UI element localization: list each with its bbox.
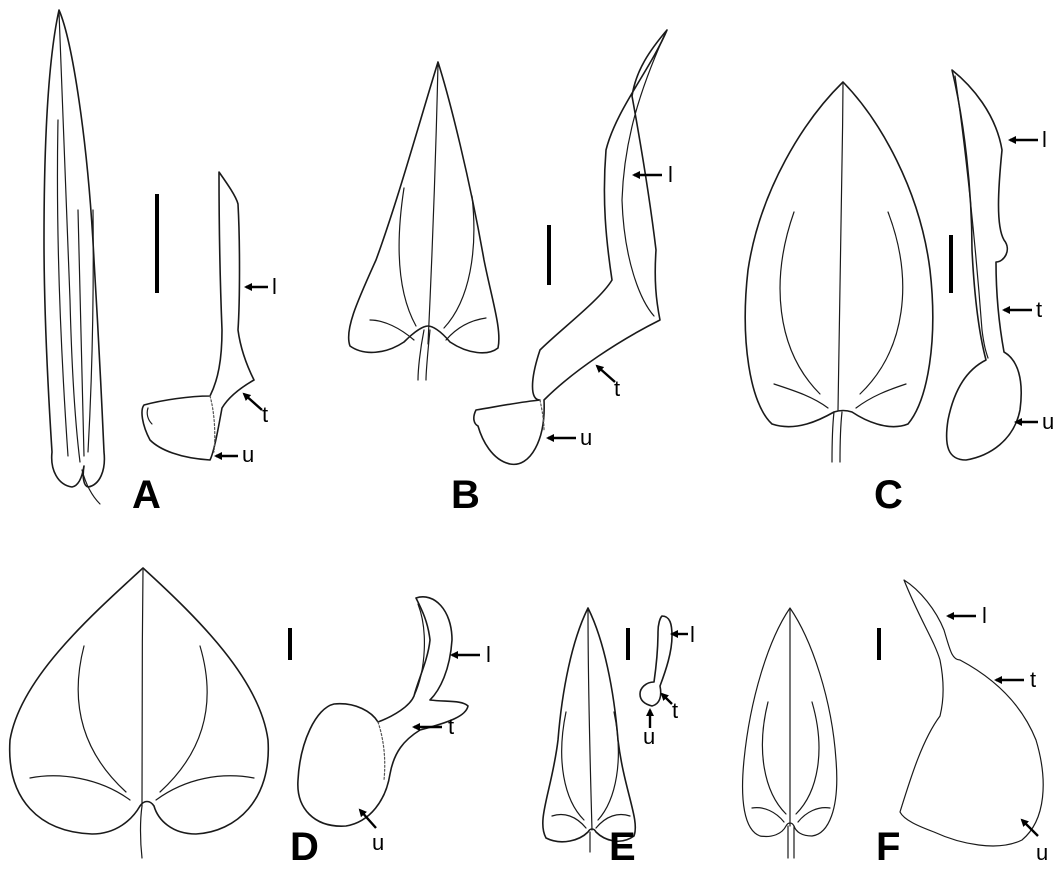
svg-text:u: u [1036, 840, 1048, 865]
panel-b: l t u B [349, 30, 673, 517]
panel-b-letter: B [451, 473, 480, 517]
panel-c-label-l: l [1010, 127, 1047, 152]
panel-c-label-u: u [1016, 409, 1054, 434]
panel-e-label-t: t [662, 694, 678, 723]
panel-f-letter: F [876, 825, 900, 869]
panel-e-label-l: l [672, 622, 695, 647]
panel-e-leaf [543, 608, 636, 852]
panel-d-label-l: l [452, 642, 491, 667]
panel-c: l t u C [745, 70, 1054, 517]
panel-d-label-t: t [414, 714, 454, 739]
panel-d-label-u: u [360, 810, 384, 855]
panel-e-letter: E [609, 825, 636, 869]
svg-text:u: u [242, 442, 254, 467]
panel-f-label-l: l [948, 603, 987, 628]
svg-text:t: t [1030, 667, 1036, 692]
svg-text:t: t [614, 376, 620, 401]
panel-d: l t u D [10, 568, 491, 869]
panel-d-leaf [10, 568, 269, 858]
panel-c-label-t: t [1004, 297, 1042, 322]
svg-text:l: l [1042, 127, 1047, 152]
svg-text:l: l [690, 622, 695, 647]
svg-text:u: u [580, 425, 592, 450]
panel-e-stipule [640, 616, 672, 706]
panel-a-label-t: t [244, 394, 268, 427]
panel-b-stipule [474, 30, 667, 464]
panel-a-letter: A [132, 473, 161, 517]
panel-d-letter: D [290, 825, 319, 869]
panel-f-label-t: t [996, 667, 1036, 692]
panel-c-leaf [745, 82, 932, 462]
svg-text:l: l [982, 603, 987, 628]
panel-a: l t u A [44, 10, 277, 517]
panel-f-stipule [900, 580, 1043, 846]
panel-a-leaf [44, 10, 104, 504]
svg-text:u: u [372, 830, 384, 855]
svg-text:t: t [672, 698, 678, 723]
panel-b-leaf [349, 62, 499, 380]
panel-b-label-u: u [548, 425, 592, 450]
panel-b-label-t: t [597, 366, 620, 401]
panel-c-letter: C [874, 473, 903, 517]
svg-text:t: t [1036, 297, 1042, 322]
panel-c-stipule [947, 70, 1022, 460]
panel-d-stipule [298, 597, 468, 826]
panel-e-label-u: u [643, 710, 655, 749]
panel-b-label-l: l [634, 162, 673, 187]
svg-text:t: t [262, 402, 268, 427]
panel-a-label-l: l [246, 274, 277, 299]
panel-f: l t u F [743, 580, 1049, 869]
svg-text:u: u [643, 724, 655, 749]
svg-text:l: l [668, 162, 673, 187]
svg-text:l: l [272, 274, 277, 299]
svg-text:l: l [486, 642, 491, 667]
panel-e: l t u E [543, 608, 695, 869]
panel-a-label-u: u [216, 442, 254, 467]
panel-f-label-u: u [1022, 820, 1048, 865]
svg-text:t: t [448, 714, 454, 739]
panel-f-leaf [743, 608, 837, 858]
svg-text:u: u [1042, 409, 1054, 434]
